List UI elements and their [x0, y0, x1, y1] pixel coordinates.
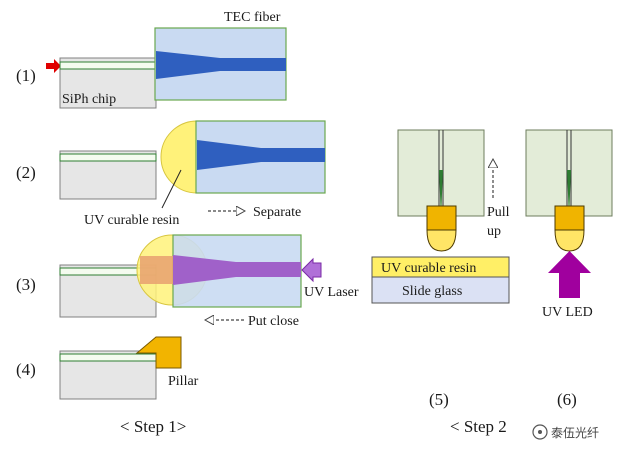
step-3-label: (3)	[16, 275, 36, 294]
lens-tip-5	[426, 229, 457, 252]
watermark: 泰伍光纤	[532, 424, 599, 440]
step-4-label: (4)	[16, 360, 36, 379]
uv-led-label: UV LED	[542, 305, 593, 320]
chip-waveguide-1	[59, 61, 157, 70]
chip-waveguide-4	[59, 353, 157, 362]
pull-label: Pull	[487, 205, 510, 220]
up-label: up	[487, 224, 501, 239]
uv-laser-arrow-icon	[301, 257, 322, 283]
fiber-taper-core-1	[156, 51, 220, 79]
watermark-text: 泰伍光纤	[551, 426, 599, 440]
siph-chip-label: SiPh chip	[62, 92, 116, 107]
fiber-core-1	[220, 58, 286, 71]
input-arrow-icon	[46, 59, 61, 73]
lens-body-6	[554, 205, 585, 231]
uv-curable-resin-label: UV curable resin	[84, 213, 179, 228]
fiber-core-2	[261, 148, 325, 162]
slide-glass-label: Slide glass	[402, 284, 462, 299]
resin-layer-label: UV curable resin	[381, 261, 476, 276]
uv-led-arrow-icon	[548, 251, 591, 298]
fiber-taper-core-2	[197, 140, 261, 170]
fiber-taper-5	[439, 170, 443, 206]
resin-drop-2	[160, 120, 198, 194]
separate-label: Separate	[253, 205, 301, 220]
tec-fiber-label: TEC fiber	[224, 10, 281, 25]
lens-tip-6	[554, 229, 585, 252]
step2-caption: < Step 2	[450, 417, 507, 436]
step-5-label: (5)	[429, 390, 449, 409]
laser-core	[236, 262, 301, 277]
chip-waveguide-2	[59, 153, 157, 162]
put-close-label: Put close	[248, 314, 299, 329]
pillar-shape	[135, 336, 182, 369]
uv-laser-label: UV Laser	[304, 285, 359, 300]
resin-pointer	[161, 169, 182, 209]
step1-caption: < Step 1>	[120, 417, 186, 436]
step-6-label: (6)	[557, 390, 577, 409]
pillar-label: Pillar	[168, 374, 199, 389]
cured-region	[140, 256, 176, 284]
laser-taper-core	[173, 255, 236, 285]
slide-glass-5	[371, 276, 510, 304]
fiber-taper-6	[567, 170, 571, 206]
step-2-label: (2)	[16, 163, 36, 182]
lens-body-5	[426, 205, 457, 231]
step-1-label: (1)	[16, 66, 36, 85]
